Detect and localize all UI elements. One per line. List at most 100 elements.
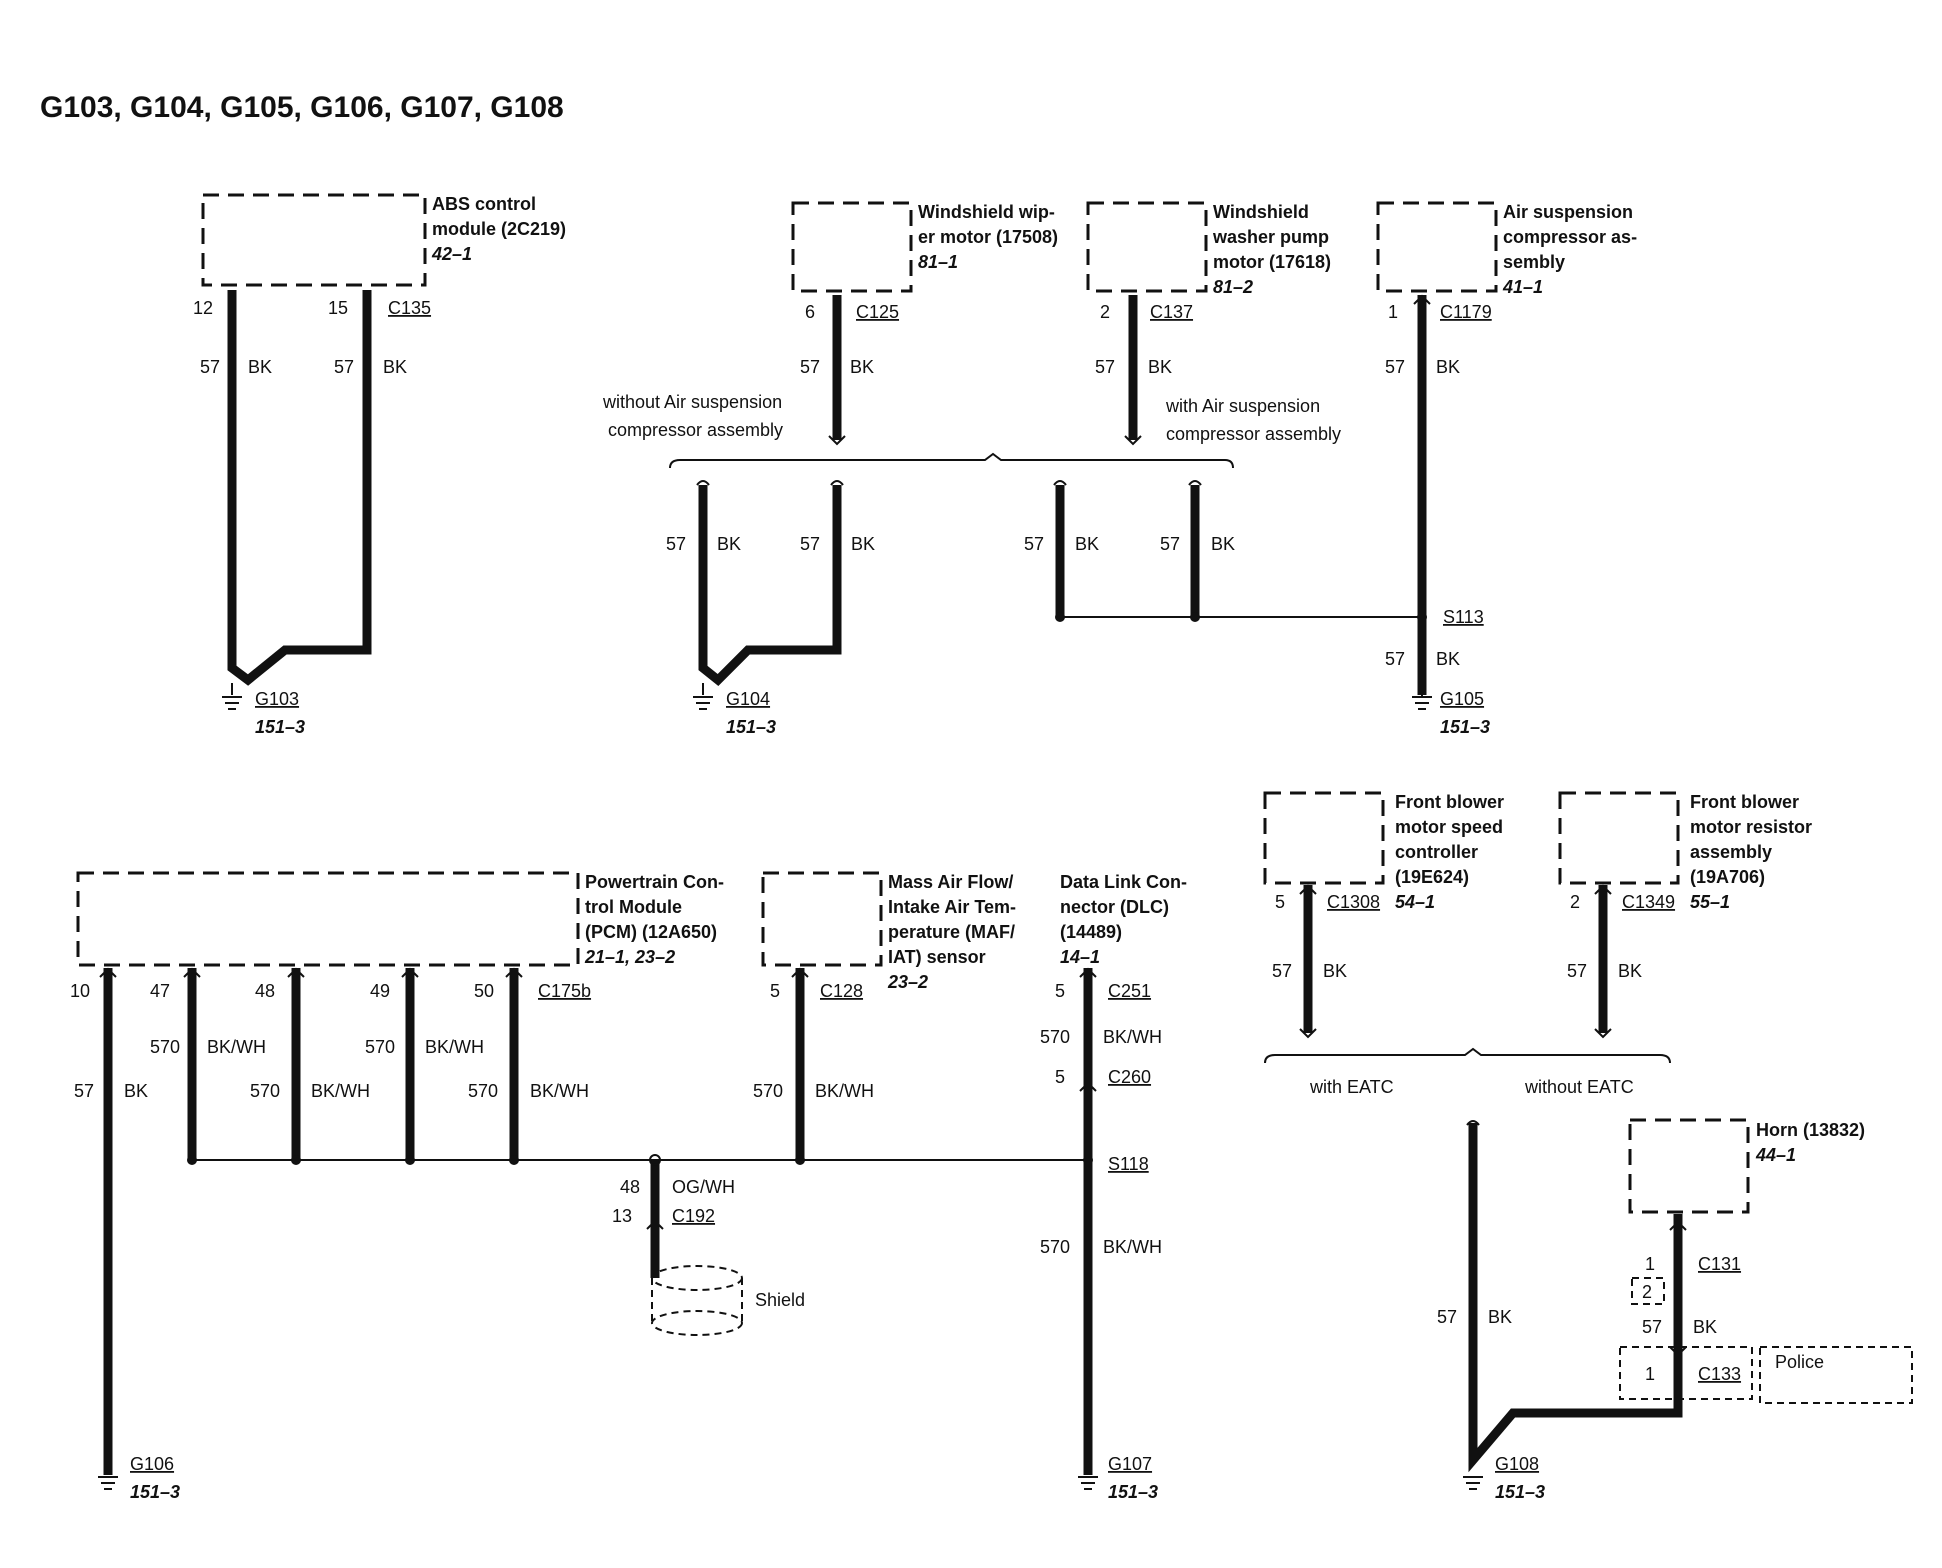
wire-color: BK/WH bbox=[815, 1081, 874, 1101]
dlc-label-1: Data Link Con- bbox=[1060, 872, 1187, 892]
wire-gauge: 57 bbox=[1567, 961, 1587, 981]
wire-color: BK bbox=[1211, 534, 1235, 554]
cavity-label: 2 bbox=[1642, 1282, 1652, 1302]
connector-c1179: C1179 bbox=[1440, 302, 1492, 322]
connector-c137: C137 bbox=[1150, 302, 1193, 322]
g103-circuit: 12 15 C135 57 BK 57 BK G103 151–3 bbox=[193, 290, 431, 737]
washer-ref: 81–2 bbox=[1213, 277, 1253, 297]
pin-label: 47 bbox=[150, 981, 170, 1001]
washer-label-2: washer pump bbox=[1212, 227, 1329, 247]
pin-label: 5 bbox=[1275, 892, 1285, 912]
wire-gauge: 57 bbox=[334, 357, 354, 377]
pin-label: 2 bbox=[1100, 302, 1110, 322]
pin-label: 50 bbox=[474, 981, 494, 1001]
maf-label-1: Mass Air Flow/ bbox=[888, 872, 1013, 892]
police-label: Police bbox=[1775, 1352, 1824, 1372]
wire-gauge: 570 bbox=[150, 1037, 180, 1057]
abs-label-1: ABS control bbox=[432, 194, 536, 214]
wire-gauge: 57 bbox=[1095, 357, 1115, 377]
wiper-ref: 81–1 bbox=[918, 252, 958, 272]
wire-gauge: 570 bbox=[250, 1081, 280, 1101]
wire-color: BK bbox=[124, 1081, 148, 1101]
blower-res-label-4: (19A706) bbox=[1690, 867, 1765, 887]
pcm-label-2: trol Module bbox=[585, 897, 682, 917]
wire-gauge: 57 bbox=[1272, 961, 1292, 981]
connector-c128: C128 bbox=[820, 981, 863, 1001]
wire-gauge: 57 bbox=[200, 357, 220, 377]
horn-ref: 44–1 bbox=[1755, 1145, 1796, 1165]
maf-ref: 23–2 bbox=[887, 972, 928, 992]
connector-c131: C131 bbox=[1698, 1254, 1741, 1274]
cavity-label: 1 bbox=[1645, 1364, 1655, 1384]
maf-iat-sensor: Mass Air Flow/ Intake Air Tem- perature … bbox=[761, 871, 1016, 992]
connector-c251: C251 bbox=[1108, 981, 1151, 1001]
wiper-label-2: er motor (17508) bbox=[918, 227, 1058, 247]
wire-color: BK bbox=[1488, 1307, 1512, 1327]
horn: Horn (13832) 44–1 bbox=[1628, 1118, 1865, 1214]
blower-res-label-2: motor resistor bbox=[1690, 817, 1812, 837]
ground-ref: 151–3 bbox=[1440, 717, 1490, 737]
pcm-ref: 21–1, 23–2 bbox=[584, 947, 675, 967]
ground-symbol-icon bbox=[98, 1476, 118, 1490]
wire-color: BK bbox=[851, 534, 875, 554]
ground-g106: G106 bbox=[130, 1454, 174, 1474]
wire-color: BK bbox=[248, 357, 272, 377]
ground-ref: 151–3 bbox=[1495, 1482, 1545, 1502]
maf-label-3: perature (MAF/ bbox=[888, 922, 1015, 942]
wire-color: BK/WH bbox=[1103, 1237, 1162, 1257]
airsusp-label-3: sembly bbox=[1503, 252, 1565, 272]
blower-ctrl-label-2: motor speed bbox=[1395, 817, 1503, 837]
ground-symbol-icon bbox=[693, 683, 713, 710]
powertrain-control-module: Powertrain Con- trol Module (PCM) (12A65… bbox=[76, 871, 724, 967]
ground-g107: G107 bbox=[1108, 1454, 1152, 1474]
wire-color: BK bbox=[850, 357, 874, 377]
wire-gauge: 57 bbox=[1437, 1307, 1457, 1327]
wire-color: BK bbox=[1693, 1317, 1717, 1337]
maf-label-4: IAT) sensor bbox=[888, 947, 986, 967]
page-title: G103, G104, G105, G106, G107, G108 bbox=[40, 91, 564, 124]
wire-gauge: 570 bbox=[1040, 1237, 1070, 1257]
wire-color: BK bbox=[717, 534, 741, 554]
windshield-wiper-motor: Windshield wip- er motor (17508) 81–1 bbox=[791, 201, 1058, 293]
connector-c1308: C1308 bbox=[1327, 892, 1380, 912]
wiper-label-1: Windshield wip- bbox=[918, 202, 1055, 222]
shield-icon bbox=[651, 1265, 743, 1336]
note-without-air: without Air suspension bbox=[602, 392, 782, 412]
shield-label: Shield bbox=[755, 1290, 805, 1310]
pin-label: 5 bbox=[770, 981, 780, 1001]
wire-gauge: 57 bbox=[666, 534, 686, 554]
front-blower-motor-speed-controller: Front blower motor speed controller (19E… bbox=[1263, 791, 1504, 887]
connector-c1349: C1349 bbox=[1622, 892, 1675, 912]
maf-label-2: Intake Air Tem- bbox=[888, 897, 1016, 917]
pcm-label-1: Powertrain Con- bbox=[585, 872, 724, 892]
wire-color: BK/WH bbox=[425, 1037, 484, 1057]
note-with-air: with Air suspension bbox=[1165, 396, 1320, 416]
blower-ctrl-label-3: controller bbox=[1395, 842, 1478, 862]
wire-color: BK/WH bbox=[1103, 1027, 1162, 1047]
pin-label: 6 bbox=[805, 302, 815, 322]
wire-color: BK bbox=[1148, 357, 1172, 377]
airsusp-label-2: compressor as- bbox=[1503, 227, 1637, 247]
wire-gauge: 57 bbox=[74, 1081, 94, 1101]
front-blower-motor-resistor: Front blower motor resistor assembly (19… bbox=[1558, 791, 1812, 887]
wire-gauge: 570 bbox=[468, 1081, 498, 1101]
note-with-eatc: with EATC bbox=[1309, 1077, 1394, 1097]
connector-c260: C260 bbox=[1108, 1067, 1151, 1087]
wire-gauge: 57 bbox=[800, 357, 820, 377]
washer-label-3: motor (17618) bbox=[1213, 252, 1331, 272]
airsusp-label-1: Air suspension bbox=[1503, 202, 1633, 222]
wire-gauge: 57 bbox=[1385, 649, 1405, 669]
pin-label: 5 bbox=[1055, 981, 1065, 1001]
pin-label: 1 bbox=[1388, 302, 1398, 322]
ground-ref: 151–3 bbox=[726, 717, 776, 737]
washer-label-1: Windshield bbox=[1213, 202, 1309, 222]
pin-label: 49 bbox=[370, 981, 390, 1001]
air-suspension-compressor: Air suspension compressor as- sembly 41–… bbox=[1376, 201, 1637, 297]
ground-g104: G104 bbox=[726, 689, 770, 709]
ground-ref: 151–3 bbox=[255, 717, 305, 737]
connector-c125: C125 bbox=[856, 302, 899, 322]
abs-ref: 42–1 bbox=[431, 244, 472, 264]
wire-gauge: 48 bbox=[620, 1177, 640, 1197]
dlc-label-2: nector (DLC) bbox=[1060, 897, 1169, 917]
wire-gauge: 570 bbox=[365, 1037, 395, 1057]
